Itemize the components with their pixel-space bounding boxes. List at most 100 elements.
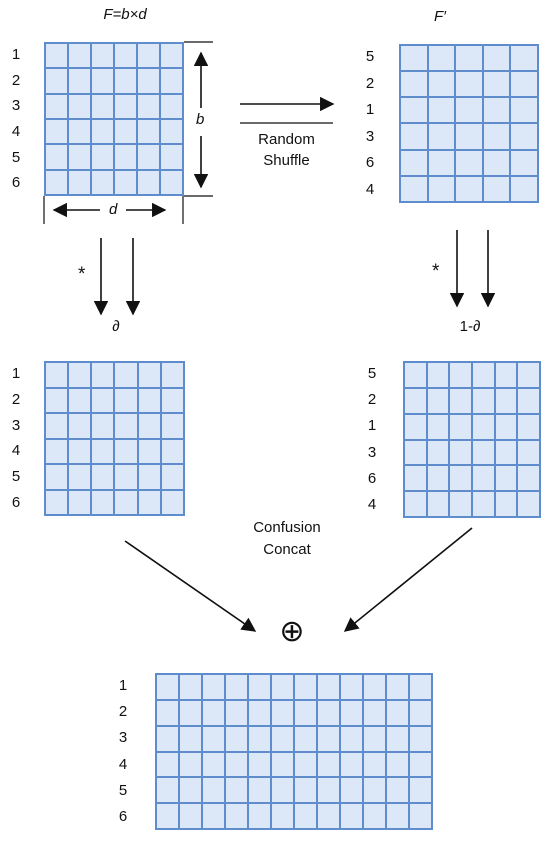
row-index-label: 6	[11, 174, 21, 192]
matrix-cell	[449, 465, 472, 492]
matrix-cell	[449, 491, 472, 517]
matrix-cell	[202, 699, 225, 726]
shuffled-title: F′	[434, 8, 446, 25]
matrix-cell	[137, 413, 161, 439]
matrix-cell	[455, 175, 483, 202]
matrix-cell	[45, 413, 69, 439]
matrix-cell	[271, 803, 294, 829]
matrix-cell	[45, 93, 68, 119]
matrix-cell	[517, 465, 540, 492]
matrix-cell	[68, 119, 91, 145]
matrix-cell	[91, 144, 114, 170]
matrix-cell	[510, 149, 538, 176]
matrix-cell	[202, 803, 225, 829]
matrix-cell	[427, 175, 456, 202]
matrix-cell	[160, 464, 184, 490]
matrix-cell	[160, 119, 183, 145]
matrix-cell	[160, 387, 184, 413]
matrix-cell	[156, 751, 179, 778]
matrix-cell	[45, 169, 68, 195]
row-index-label: 1	[11, 45, 21, 63]
matrix-cell	[225, 725, 248, 752]
matrix-cell	[114, 93, 137, 119]
matrix-cell	[271, 777, 294, 804]
matrix-cell	[404, 491, 427, 517]
row-index-label: 2	[367, 391, 377, 409]
matrix-cell	[91, 438, 115, 464]
dim-d-label: d	[109, 201, 118, 218]
matrix-cell	[317, 725, 340, 752]
matrix-cell	[248, 725, 271, 752]
left-merge-arrow	[124, 540, 257, 632]
weight-left-label: ∂	[112, 318, 120, 335]
matrix-cell	[426, 413, 450, 440]
row-index-label: 3	[118, 729, 128, 747]
concatenated-matrix	[155, 673, 433, 830]
matrix-cell	[114, 119, 137, 145]
matrix-cell	[400, 149, 428, 176]
matrix-cell	[179, 751, 202, 778]
matrix-cell	[340, 725, 363, 752]
matrix-cell	[160, 169, 183, 195]
matrix-cell	[202, 777, 225, 804]
matrix-cell	[248, 803, 271, 829]
dim-b-label: b	[196, 111, 205, 128]
matrix-cell	[160, 93, 183, 119]
matrix-cell	[449, 413, 472, 440]
row-index-label: 5	[11, 468, 21, 486]
left-multiply-symbol: *	[78, 264, 86, 285]
matrix-cell	[363, 803, 386, 829]
weight-right-label: 1-∂	[459, 318, 481, 335]
matrix-cell	[494, 362, 518, 388]
matrix-cell	[449, 387, 472, 414]
row-index-label: 1	[11, 364, 21, 382]
matrix-cell	[160, 68, 183, 94]
matrix-cell	[114, 489, 138, 515]
matrix-cell	[160, 413, 184, 439]
shuffled-matrix	[399, 44, 539, 203]
matrix-cell	[68, 413, 92, 439]
matrix-cell	[45, 362, 69, 388]
matrix-cell	[482, 149, 511, 176]
matrix-cell	[91, 489, 115, 515]
matrix-cell	[340, 803, 363, 829]
matrix-cell	[317, 699, 340, 726]
matrix-cell	[471, 387, 495, 414]
matrix-cell	[427, 71, 456, 98]
matrix-cell	[340, 751, 363, 778]
matrix-cell	[455, 71, 483, 98]
row-index-label: 3	[11, 97, 21, 115]
matrix-cell	[482, 71, 511, 98]
matrix-cell	[400, 123, 428, 150]
matrix-cell	[409, 699, 432, 726]
row-index-label: 4	[367, 495, 377, 513]
matrix-cell	[517, 439, 540, 466]
matrix-cell	[160, 43, 183, 69]
row-index-label: 5	[365, 48, 375, 66]
row-index-label: 2	[11, 390, 21, 408]
matrix-cell	[427, 97, 456, 124]
right-merge-arrow	[343, 527, 473, 632]
weighted-shuffled-matrix	[403, 361, 541, 518]
matrix-cell	[179, 777, 202, 804]
matrix-cell	[137, 93, 160, 119]
matrix-cell	[68, 489, 92, 515]
matrix-cell	[455, 149, 483, 176]
row-index-label: 5	[118, 781, 128, 799]
matrix-cell	[68, 464, 92, 490]
matrix-cell	[386, 777, 409, 804]
matrix-cell	[156, 803, 179, 829]
row-index-label: 1	[367, 417, 377, 435]
matrix-cell	[386, 699, 409, 726]
weighted-source-matrix	[44, 361, 185, 516]
matrix-cell	[363, 725, 386, 752]
matrix-cell	[400, 71, 428, 98]
matrix-cell	[294, 803, 317, 829]
matrix-cell	[202, 751, 225, 778]
matrix-cell	[68, 362, 92, 388]
matrix-cell	[427, 45, 456, 72]
matrix-cell	[471, 465, 495, 492]
matrix-cell	[68, 43, 91, 69]
row-index-label: 1	[118, 677, 128, 695]
